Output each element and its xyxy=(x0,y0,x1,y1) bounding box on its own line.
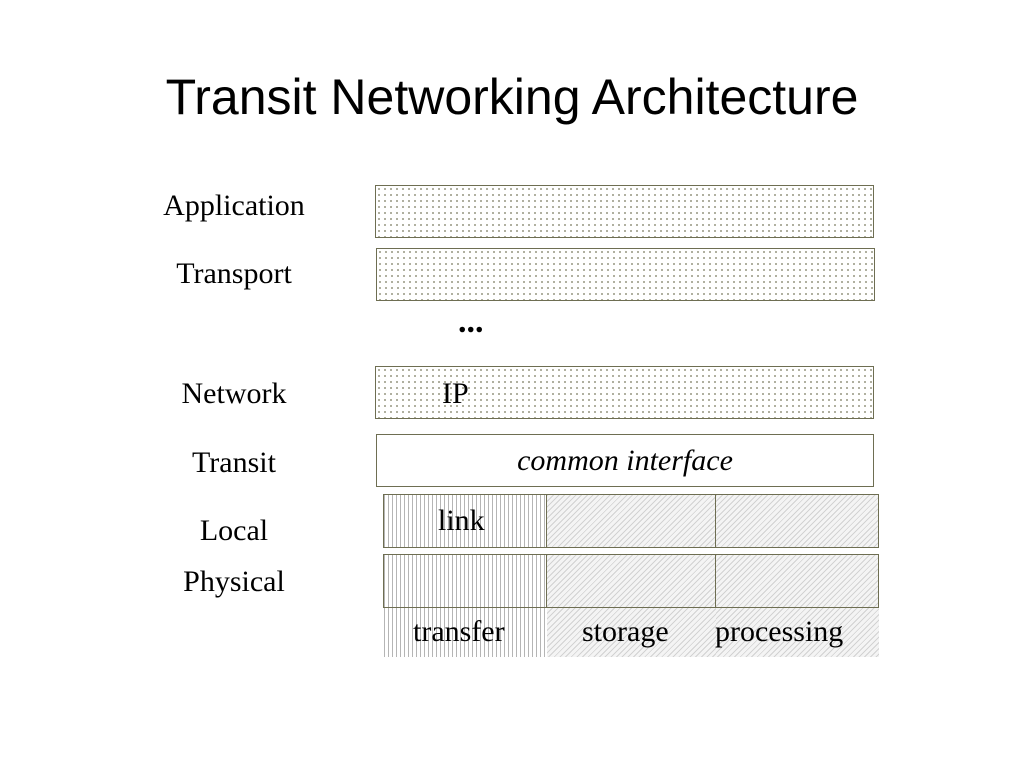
storage-column-footer xyxy=(547,607,716,657)
layer-label-transport: Transport xyxy=(176,257,292,290)
transit-layer-box: common interface xyxy=(376,434,874,487)
layer-label-application: Application xyxy=(163,189,305,222)
local-storage-box xyxy=(546,494,716,548)
transport-layer-box xyxy=(376,248,875,301)
local-transfer-box: link xyxy=(383,494,547,548)
processing-column-footer xyxy=(716,607,879,657)
common-interface-label: common interface xyxy=(517,444,733,477)
network-layer-box: IP xyxy=(375,366,874,419)
transfer-column-footer xyxy=(384,607,547,657)
link-label: link xyxy=(438,504,485,537)
physical-storage-box xyxy=(546,554,716,608)
slide-title: Transit Networking Architecture xyxy=(165,69,859,125)
ellipsis: ... xyxy=(458,303,484,340)
layer-label-local: Local xyxy=(199,514,269,547)
physical-transfer-box xyxy=(383,554,547,608)
transfer-label: transfer xyxy=(413,615,505,648)
layer-label-transit: Transit xyxy=(192,446,276,479)
physical-processing-box xyxy=(715,554,879,608)
local-processing-box xyxy=(715,494,879,548)
application-layer-box xyxy=(375,185,874,238)
layer-label-network: Network xyxy=(181,377,287,410)
processing-label: processing xyxy=(715,615,844,648)
storage-label: storage xyxy=(582,615,669,648)
layer-label-physical: Physical xyxy=(183,565,285,598)
ip-label: IP xyxy=(442,377,469,410)
